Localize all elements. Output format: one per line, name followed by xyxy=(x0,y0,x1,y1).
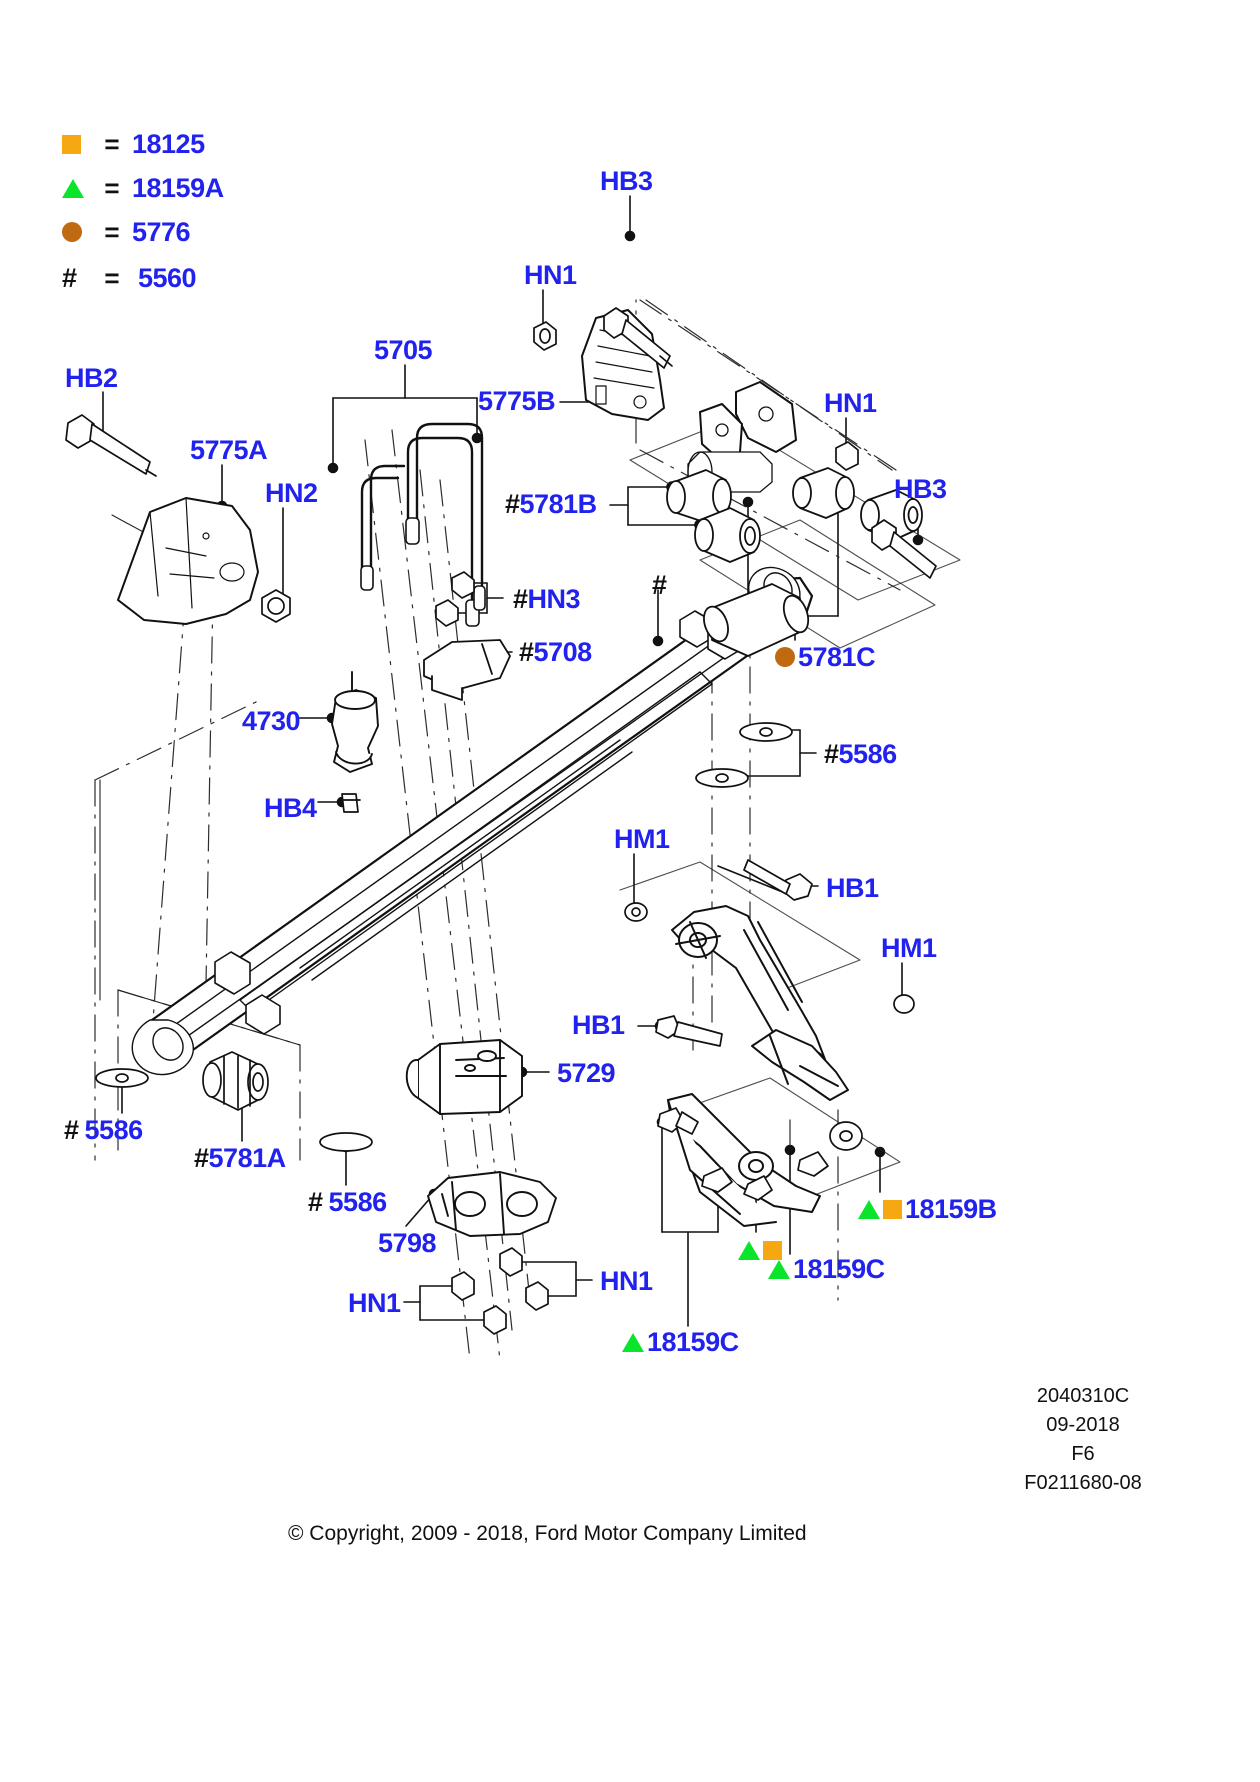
legend-row: = 18159A xyxy=(62,166,224,210)
hash-marker-icon: # xyxy=(652,570,667,600)
callout-5781b-label: 5781B xyxy=(519,489,598,519)
callout-hash-marker: # xyxy=(652,572,667,599)
hash-marker-icon: # xyxy=(308,1187,323,1217)
triangle-marker-icon xyxy=(738,1241,760,1260)
circle-marker-icon xyxy=(775,647,795,667)
legend-row: = 5776 xyxy=(62,210,224,254)
callout-hb3-upper[interactable]: HB3 xyxy=(600,166,653,196)
drawing-meta-block: 2040310C 09-2018 F6 F0211680-08 xyxy=(968,1382,1198,1498)
legend-part-number: 18125 xyxy=(132,128,205,159)
callout-hn1-c[interactable]: HN1 xyxy=(600,1266,653,1296)
symbol-legend: = 18125 = 18159A = 5776 # = 5560 xyxy=(62,122,224,302)
callout-hn1-upper[interactable]: HN1 xyxy=(524,260,577,290)
callout-5708-label: 5708 xyxy=(533,637,593,667)
callout-5729[interactable]: 5729 xyxy=(557,1058,616,1088)
callout-hn1-right[interactable]: HN1 xyxy=(824,388,877,418)
hash-marker-icon: # xyxy=(513,584,528,614)
callout-hb3-right[interactable]: HB3 xyxy=(894,474,947,504)
legend-equals: = xyxy=(104,172,120,203)
callout-18159c-right[interactable]: 18159C xyxy=(768,1256,885,1283)
callout-5586-center-label: 5586 xyxy=(328,1187,388,1217)
callout-5781a[interactable]: #5781A xyxy=(194,1145,286,1172)
callout-18159b-label: 18159B xyxy=(905,1194,997,1224)
triangle-marker-icon xyxy=(62,178,92,198)
drawing-figure-id: F0211680-08 xyxy=(1024,1472,1142,1494)
hash-marker-icon: # xyxy=(62,262,78,293)
callout-hb1-lower[interactable]: HB1 xyxy=(572,1010,625,1040)
square-marker-icon xyxy=(883,1200,902,1219)
legend-equals: = xyxy=(104,262,120,293)
callout-5586-center[interactable]: #5586 xyxy=(308,1189,387,1216)
callout-hb4[interactable]: HB4 xyxy=(264,793,317,823)
callout-5775b[interactable]: 5775B xyxy=(478,386,556,416)
square-marker-icon xyxy=(763,1241,782,1260)
callout-5781a-label: 5781A xyxy=(208,1143,287,1173)
callout-tri-square-marker xyxy=(738,1237,785,1264)
callout-18159c-right-label: 18159C xyxy=(793,1254,885,1284)
callout-hn3-label: HN3 xyxy=(527,584,581,614)
legend-part-number: 5560 xyxy=(138,262,197,293)
hash-marker-icon: # xyxy=(194,1143,209,1173)
hash-marker-icon: # xyxy=(519,637,534,667)
callout-5781c-label: 5781C xyxy=(798,642,876,672)
callout-5775a[interactable]: 5775A xyxy=(190,435,268,465)
callout-5781c[interactable]: 5781C xyxy=(775,642,876,672)
drawing-revision: F6 xyxy=(1071,1443,1095,1465)
hash-marker-icon: # xyxy=(824,739,839,769)
callout-18159c-bottom[interactable]: 18159C xyxy=(622,1329,739,1356)
callout-hn3[interactable]: #HN3 xyxy=(513,584,581,614)
callout-5708[interactable]: #5708 xyxy=(519,639,592,666)
copyright-notice: © Copyright, 2009 - 2018, Ford Motor Com… xyxy=(288,1522,807,1545)
callout-hb1-upper[interactable]: HB1 xyxy=(826,873,879,903)
callout-5586-left[interactable]: #5586 xyxy=(64,1117,143,1144)
drawing-date: 09-2018 xyxy=(1046,1414,1120,1436)
legend-equals: = xyxy=(104,216,120,247)
callout-5586-right-label: 5586 xyxy=(838,739,898,769)
callout-hm1-lower[interactable]: HM1 xyxy=(881,933,937,963)
callout-5781b[interactable]: #5781B xyxy=(505,491,597,518)
callout-5586-right[interactable]: #5586 xyxy=(824,741,897,768)
callout-hn1-d[interactable]: HN1 xyxy=(348,1288,401,1318)
callout-hn2[interactable]: HN2 xyxy=(265,478,318,508)
legend-equals: = xyxy=(104,128,120,159)
callout-5798[interactable]: 5798 xyxy=(378,1228,437,1258)
callout-hm1-upper[interactable]: HM1 xyxy=(614,824,670,854)
callout-18159c-bottom-label: 18159C xyxy=(647,1327,739,1357)
triangle-marker-icon xyxy=(622,1333,644,1352)
legend-part-number: 5776 xyxy=(132,216,191,247)
triangle-marker-icon xyxy=(858,1200,880,1219)
circle-marker-icon xyxy=(62,222,92,242)
square-marker-icon xyxy=(62,134,92,154)
hash-marker-icon: # xyxy=(505,489,520,519)
callout-5705[interactable]: 5705 xyxy=(374,335,433,365)
legend-row: # = 5560 xyxy=(62,254,224,302)
triangle-marker-icon xyxy=(768,1260,790,1279)
callout-4730[interactable]: 4730 xyxy=(242,706,301,736)
callout-5586-left-label: 5586 xyxy=(84,1115,144,1145)
callout-hb2[interactable]: HB2 xyxy=(65,363,118,393)
callout-18159b[interactable]: 18159B xyxy=(858,1196,997,1223)
hash-marker-icon: # xyxy=(64,1115,79,1145)
legend-part-number: 18159A xyxy=(132,172,224,203)
legend-row: = 18125 xyxy=(62,122,224,166)
drawing-number: 2040310C xyxy=(1036,1385,1130,1407)
